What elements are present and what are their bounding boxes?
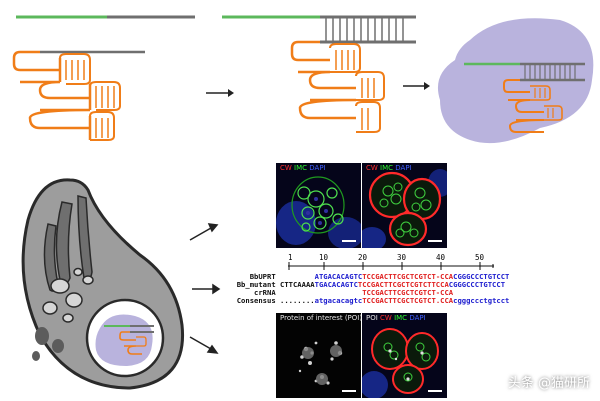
scale-bar <box>342 390 356 392</box>
arrow-2 <box>403 82 430 90</box>
micrograph-cw-imc-dapi-1: CW IMC DAPI <box>276 163 361 248</box>
nucleus <box>85 298 165 378</box>
stage2-hybridized-guide <box>222 15 416 133</box>
rhoptries <box>43 195 93 292</box>
stage1-stem-bars <box>65 60 115 138</box>
scale-bar <box>428 390 442 392</box>
micrograph-cw-imc-dapi-2: CW IMC DAPI <box>362 163 447 248</box>
alignment-segment: CGGGCCCTGTCCT <box>453 272 510 281</box>
stage3-cas9-complex <box>437 18 594 144</box>
ruler-tick-40: 40 <box>436 253 446 262</box>
alignment-segment: atgacacagtc <box>314 296 363 305</box>
micronemes <box>32 327 64 361</box>
ruler-tick-50: 50 <box>475 253 485 262</box>
stage1-rna-scaffold <box>12 50 92 140</box>
stage3-base-pairs <box>524 64 576 80</box>
alignment-segment: TCCGACTTCGCTCGTCT <box>362 272 436 281</box>
alignment-segment: ........ <box>280 296 315 305</box>
alignment-segment: CTTCAAAA <box>280 280 315 289</box>
result-arrows <box>189 223 221 354</box>
alignment-segment: ATGACACAGTC <box>314 272 363 281</box>
alignment-segment: TCCGACTTCGCTCGTCT <box>362 288 436 297</box>
alignment-row: Consensus ........atgacacagtcTCCGACTTCGC… <box>230 297 510 305</box>
alignment-row-name: Bb_mutant <box>236 280 280 289</box>
alignment-segment: -CCA <box>435 272 454 281</box>
alignment-segment: TCCGACTTCGCTCGTCT <box>362 296 436 305</box>
ruler-tick-20: 20 <box>358 253 368 262</box>
alignment-row: crRNA TCCGACTTCGCTCGTCT-CCA <box>230 289 510 297</box>
micrograph-3-image <box>276 313 361 398</box>
alignment-segment: -CCA <box>435 288 454 297</box>
micrograph-2-image <box>362 163 447 248</box>
micrograph-poi: Protein of interest (POI) <box>276 313 361 398</box>
scale-bar <box>342 240 356 242</box>
alignment-segment: TCCGACTTCGCTCGTCTT <box>357 280 436 289</box>
sequence-alignment: BbUPRT ATGACACAGTCTCCGACTTCGCTCGTCT-CCAC… <box>230 273 510 305</box>
ruler-line <box>288 262 494 270</box>
alignment-row: BbUPRT ATGACACAGTCTCCGACTTCGCTCGTCT-CCAC… <box>230 273 510 281</box>
alignment-row-name: crRNA <box>254 288 280 297</box>
ruler-tick-30: 30 <box>397 253 407 262</box>
dense-granules <box>42 267 94 323</box>
alignment-row-name: BbUPRT <box>249 272 280 281</box>
arrow-1 <box>206 89 234 97</box>
ruler-tick-1: 1 <box>288 253 293 262</box>
micrograph-3-label: Protein of interest (POI) <box>280 314 361 322</box>
micrograph-1-image <box>276 163 361 248</box>
micrograph-poi-merge: POI CW IMC DAPI <box>362 313 447 398</box>
micrograph-4-label: POI CW IMC DAPI <box>366 314 426 322</box>
ruler-tick-10: 10 <box>319 253 329 262</box>
alignment-segment: .CCA <box>435 296 454 305</box>
parasite-cell-diagram <box>21 178 185 390</box>
micrograph-4-image <box>362 313 447 398</box>
alignment-row: Bb_mutant CTTCAAAATGACACAGTCTCCGACTTCGCT… <box>230 281 510 289</box>
stage2-base-pairs <box>325 17 404 42</box>
micrograph-1-label: CW IMC DAPI <box>280 164 326 172</box>
alignment-segment: CGGGCCCTGTCCT <box>448 280 506 289</box>
alignment-segment: cgggccctgtcct <box>453 296 510 305</box>
alignment-row-name: Consensus <box>236 296 280 305</box>
alignment-segment: CCA <box>435 280 449 289</box>
scale-bar <box>428 240 442 242</box>
alignment-segment: TGACACAGTC <box>314 280 358 289</box>
crispr-mechanism-diagram <box>12 15 594 144</box>
alignment-ruler: 1 10 20 30 40 50 <box>288 251 496 273</box>
stage1-guide-rna <box>12 15 195 141</box>
watermark: 头条 @猫研所 <box>507 376 590 391</box>
micrograph-2-label: CW IMC DAPI <box>366 164 412 172</box>
